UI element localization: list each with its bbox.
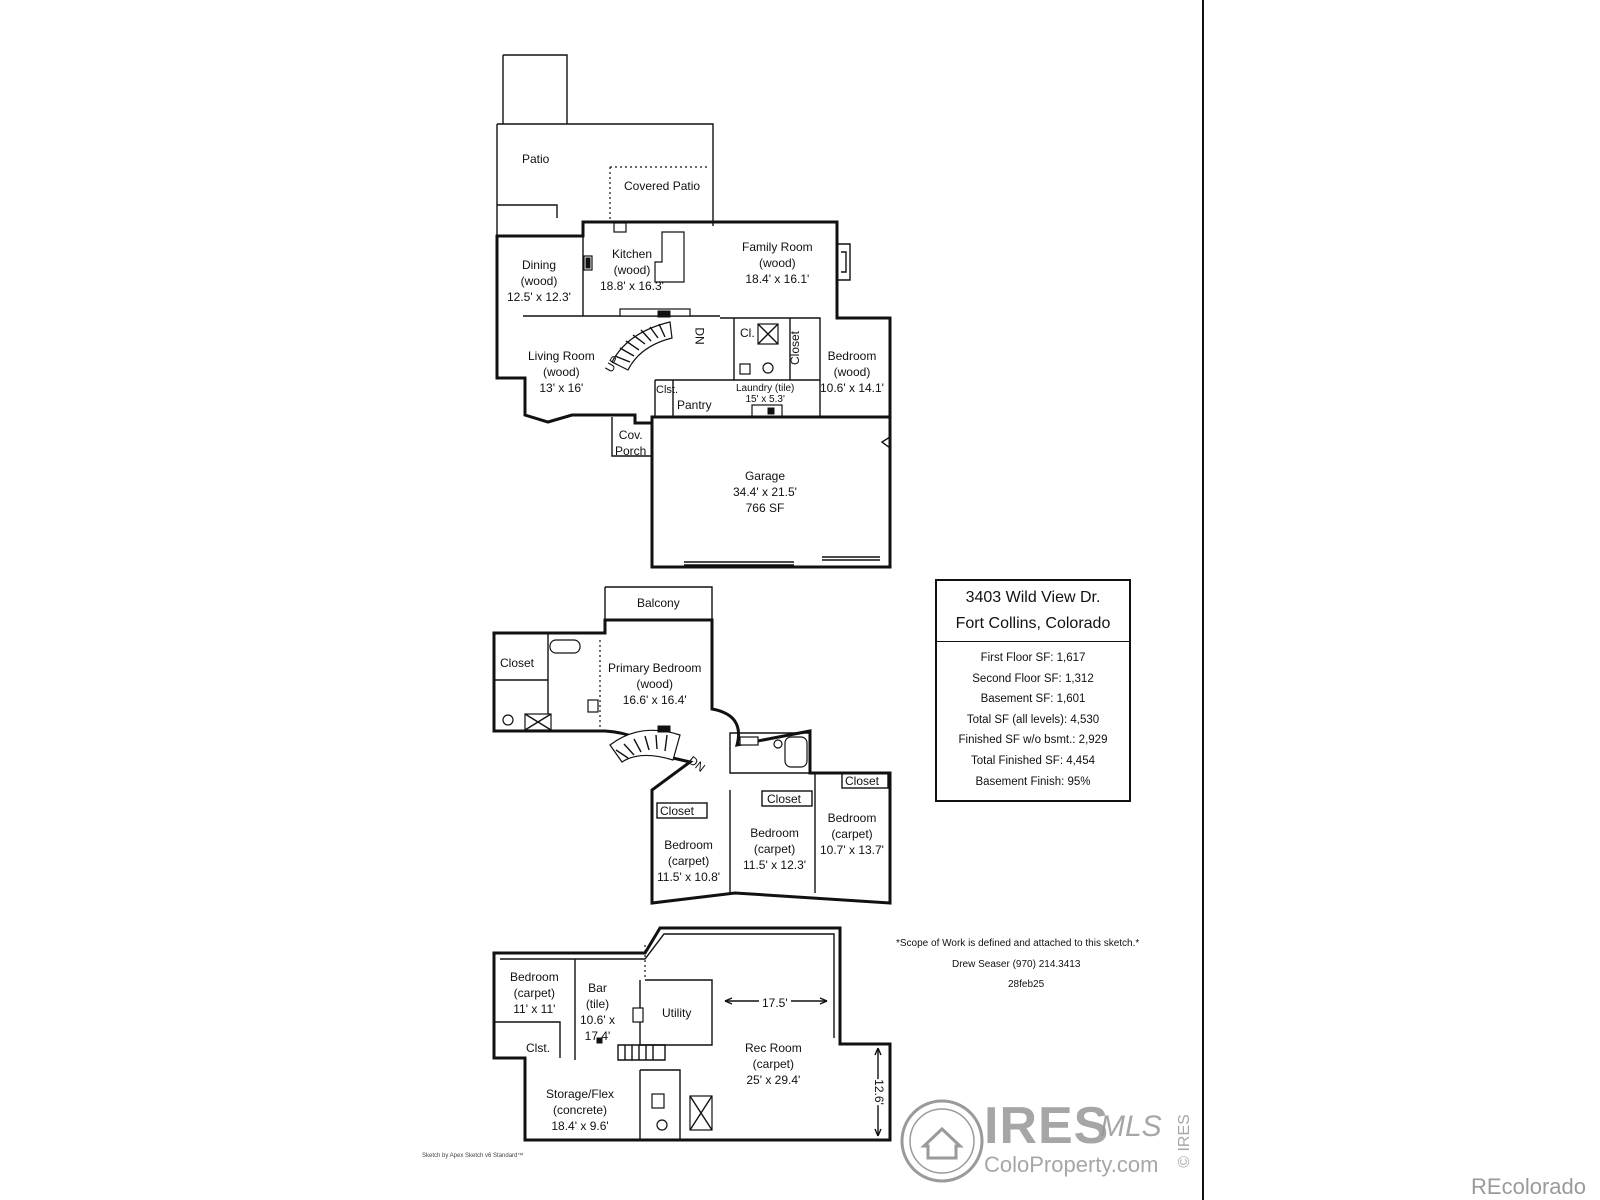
summary-row: Basement Finish: 95% xyxy=(975,775,1091,788)
balcony-outline xyxy=(605,586,713,620)
pantry-walls xyxy=(654,379,734,417)
closet-label: Closet xyxy=(660,804,695,818)
closet-label: Closet xyxy=(845,774,880,788)
summary-row: Finished SF w/o bsmt.: 2,929 xyxy=(958,734,1108,747)
laundry-label: Laundry (tile)15' x 5.3' xyxy=(736,383,795,405)
summary-row: Second Floor SF: 1,312 xyxy=(972,672,1094,685)
sink-icon xyxy=(651,1093,665,1109)
bedroom-label: Bedroom(wood)10.6' x 14.1' xyxy=(820,349,884,395)
sink-icon xyxy=(587,699,599,713)
garage-side-door xyxy=(880,436,891,449)
bedroom-label: Bedroom(carpet)10.7' x 13.7' xyxy=(820,811,884,857)
dining-label: Dining(wood)12.5' x 12.3' xyxy=(507,258,571,304)
mls-logo-text: MLS xyxy=(1100,1110,1162,1143)
toilet-icon xyxy=(502,714,514,726)
kitchen-label: Kitchen(wood)18.8' x 16.3' xyxy=(600,247,664,293)
closet-label: Closet xyxy=(788,330,803,366)
rec-room-label: Rec Room(carpet)25' x 29.4' xyxy=(745,1041,802,1087)
deck-outline xyxy=(503,54,568,124)
second-floor-plan xyxy=(492,586,892,905)
basement-walls xyxy=(492,926,892,1142)
bedroom-label: Bedroom(carpet)11.5' x 12.3' xyxy=(743,826,807,872)
curved-stair xyxy=(611,321,673,371)
recolorado-watermark: REcolorado xyxy=(1471,1174,1586,1199)
sketch-credit: Sketch by Apex Sketch v6 Standard™ xyxy=(422,1153,524,1159)
closet-label: Closet xyxy=(500,656,535,670)
garage-walls xyxy=(650,415,892,569)
closet-box xyxy=(656,802,708,819)
summary-row: Total SF (all levels): 4,530 xyxy=(966,713,1100,726)
bedroom-label: Bedroom(carpet)11.5' x 10.8' xyxy=(657,838,721,884)
first-floor-plan xyxy=(495,54,892,569)
closet-box xyxy=(761,790,813,807)
sink-icon xyxy=(613,222,627,233)
counter xyxy=(619,308,691,317)
page-border-line xyxy=(1202,0,1204,1200)
primary-bedroom-label: Primary Bedroom(wood)16.6' x 16.4' xyxy=(608,661,702,707)
closet-box xyxy=(841,772,889,789)
house-icon xyxy=(920,1126,964,1160)
summary-divider xyxy=(937,641,1129,642)
toilet-icon xyxy=(773,739,783,749)
scope-note: *Scope of Work is defined and attached t… xyxy=(896,938,1140,949)
washer-icon xyxy=(751,404,783,418)
toilet-icon xyxy=(762,362,774,374)
bedroom-label: Bedroom(carpet)11' x 11' xyxy=(510,970,559,1016)
ires-logo-text: IRES xyxy=(984,1097,1110,1155)
bath-walls xyxy=(639,1069,681,1140)
storage-label: Storage/Flex(concrete)18.4' x 9.6' xyxy=(546,1087,615,1133)
sink-icon xyxy=(739,363,751,375)
copyright-watermark-text: © IRES xyxy=(1175,1114,1193,1168)
address-line-1: 3403 Wild View Dr. xyxy=(965,589,1101,606)
date-note: 28feb25 xyxy=(1008,979,1045,990)
sink-icon xyxy=(739,736,759,746)
basement-plan xyxy=(492,926,892,1142)
fireplace xyxy=(837,243,851,281)
pantry-label: Pantry xyxy=(677,398,712,412)
living-room-label: Living Room(wood)13' x 16' xyxy=(528,349,595,395)
summary-row: Total Finished SF: 4,454 xyxy=(970,754,1095,767)
dimension-vertical-label: 12.6' xyxy=(870,1079,887,1105)
stair-down-label: DN xyxy=(692,327,707,345)
summary-row: Basement SF: 1,601 xyxy=(980,693,1086,706)
patio-label: Patio xyxy=(522,152,550,166)
hall-bath xyxy=(729,732,811,774)
patio-step xyxy=(497,204,558,218)
toilet-icon xyxy=(656,1119,668,1131)
balcony-label: Balcony xyxy=(637,596,680,610)
square-footage-summary: 3403 Wild View Dr. Fort Collins, Colorad… xyxy=(935,579,1131,802)
water-heater-icon xyxy=(632,1007,644,1023)
utility-room xyxy=(639,979,713,1046)
site-watermark-text: ColoProperty.com xyxy=(984,1152,1159,1177)
dimension-horizontal-label: 17.5' xyxy=(759,995,791,1011)
family-room-label: Family Room(wood)18.4' x 16.1' xyxy=(742,240,813,286)
patio-outline xyxy=(497,123,714,226)
summary-row: First Floor SF: 1,617 xyxy=(980,652,1086,664)
contact-note: Drew Seaser (970) 214.3413 xyxy=(952,959,1081,970)
basement-inner-wall xyxy=(500,933,835,1038)
closet-label: Clst. xyxy=(656,384,678,396)
kitchen-island xyxy=(654,231,685,283)
curved-stair xyxy=(609,729,681,763)
ires-watermark: IRES MLS ColoProperty.com © IRES xyxy=(896,1096,1218,1186)
basement-stair xyxy=(617,1044,666,1061)
utility-label: Utility xyxy=(662,1006,692,1020)
laundry-block xyxy=(720,317,821,417)
garage-doors xyxy=(684,556,880,566)
cov-porch-label: Cov.Porch xyxy=(615,428,647,458)
bathtub-icon xyxy=(549,639,581,654)
ires-logo xyxy=(900,1099,984,1183)
address-line-2: Fort Collins, Colorado xyxy=(955,615,1111,632)
closet-label: Cl. xyxy=(740,326,755,340)
covered-patio-label: Covered Patio xyxy=(624,179,701,193)
bathtub-icon xyxy=(784,736,808,768)
closet-label: Closet xyxy=(767,792,802,806)
closet-label: Clst. xyxy=(526,1041,550,1055)
